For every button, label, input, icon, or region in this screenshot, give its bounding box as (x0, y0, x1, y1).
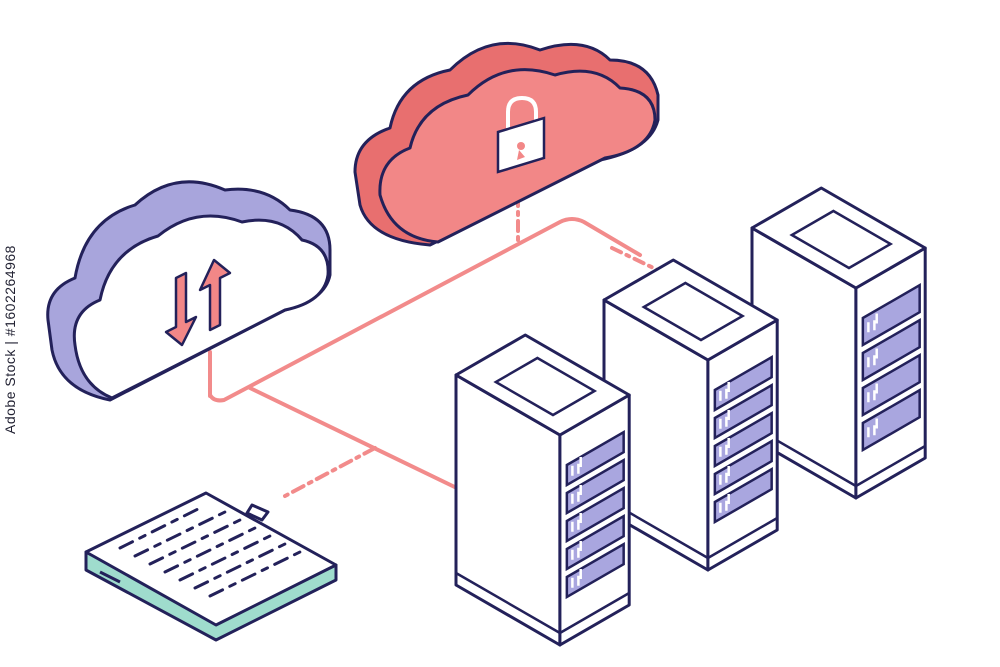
drive-bay-handle (719, 494, 730, 513)
connector-to-laptop (283, 446, 377, 498)
drive-bay-handle (867, 383, 878, 403)
rack-top-panel (493, 356, 598, 417)
rack-base-line (855, 444, 926, 488)
laptop-text-lines (118, 506, 302, 598)
laptop-port (99, 570, 121, 584)
drive-bay (565, 542, 625, 600)
drive-bay-handle (571, 485, 582, 504)
drive-bay (713, 355, 773, 413)
download-arrow (164, 271, 198, 347)
drive-bay-handle (867, 348, 878, 368)
rack-base-line (707, 516, 778, 560)
connector-to-racks (248, 386, 467, 494)
laptop-hinge (245, 503, 270, 522)
transfer-cloud (46, 180, 332, 402)
drive-bay (713, 439, 773, 497)
drive-bay-handle (571, 541, 582, 560)
drive-bay (565, 486, 625, 544)
drive-bay-handle (719, 438, 730, 457)
rack-base-line (559, 591, 630, 635)
server-rack-3 (454, 333, 631, 647)
drive-bay-handle (719, 382, 730, 401)
connector-main (208, 217, 642, 403)
drive-bay-handle (571, 457, 582, 476)
server-rack-2 (602, 258, 779, 572)
drive-bay (861, 318, 921, 383)
drive-bay-handle (719, 466, 730, 485)
drive-bay-handle (867, 313, 878, 333)
drive-bay (713, 383, 773, 441)
laptop-top (84, 491, 338, 627)
drive-bay (565, 458, 625, 516)
drive-bay-handle (867, 418, 878, 438)
stock-id-text: Adobe Stock | #1602264968 (2, 245, 18, 435)
drive-bay (861, 283, 921, 348)
drive-bay (565, 430, 625, 488)
rack-top-panel (641, 281, 746, 342)
upload-download-arrows-icon (164, 258, 232, 347)
drive-bay-handle (719, 410, 730, 429)
rack-base-line-side (455, 571, 561, 635)
lock-icon (496, 95, 546, 174)
rack-top-panel (789, 209, 894, 270)
drive-bay (861, 388, 921, 453)
drive-bay (565, 514, 625, 572)
drive-bay (713, 467, 773, 525)
drive-bay (861, 353, 921, 418)
upload-arrow (198, 258, 232, 332)
drive-bay-handle (571, 513, 582, 532)
server-rack-1 (750, 186, 927, 500)
transfer-cloud-front (72, 214, 330, 400)
drive-bay (713, 411, 773, 469)
drive-bay-handle (571, 569, 582, 588)
laptop-device (84, 491, 338, 642)
server-racks (454, 186, 927, 647)
